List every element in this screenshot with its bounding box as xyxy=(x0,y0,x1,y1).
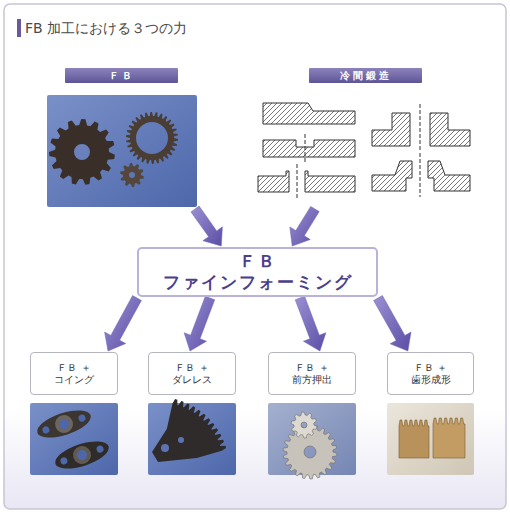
header-band: ＦＢ xyxy=(65,68,178,83)
block-arrow xyxy=(191,206,222,246)
block-arrow xyxy=(105,296,142,351)
result-box: ＦＢ ＋ ダレレス xyxy=(148,352,236,395)
band-label: ＦＢ xyxy=(109,69,135,83)
block-arrow xyxy=(290,206,319,246)
block-arrow xyxy=(295,296,326,351)
box-label: ＦＢ ファインフォーミング xyxy=(163,251,353,293)
block-arrow xyxy=(184,296,215,351)
coining-photo xyxy=(30,403,118,475)
outer-frame xyxy=(4,4,506,509)
title-bar xyxy=(17,19,21,37)
box-label: ＦＢ ＋ ダレレス xyxy=(172,362,212,386)
result-box: ＦＢ ＋ コイング xyxy=(30,352,118,395)
band-label: 冷間鍛造 xyxy=(340,69,392,83)
result-box: ＦＢ ＋ 歯形成形 xyxy=(387,352,474,395)
sprocket-photo xyxy=(47,95,197,207)
result-box: ＦＢ ＋ 前方押出 xyxy=(268,352,356,395)
extrusion-photo xyxy=(268,403,356,479)
diagram-title: FB 加工における３つの力 xyxy=(25,19,187,37)
picture-group: 冷間鍛造 xyxy=(255,68,477,208)
section-drawings xyxy=(258,103,470,198)
picture-group: ＦＢ xyxy=(47,68,197,208)
header-band: 冷間鍛造 xyxy=(309,68,422,83)
box-label: ＦＢ ＋ 歯形成形 xyxy=(411,362,451,386)
process-box: ＦＢ ファインフォーミング xyxy=(137,247,378,297)
dareless-photo xyxy=(148,399,236,475)
box-label: ＦＢ ＋ コイング xyxy=(54,362,94,386)
box-label: ＦＢ ＋ 前方押出 xyxy=(292,362,332,386)
block-arrow xyxy=(374,296,411,352)
tooth-forming-photo xyxy=(387,403,474,475)
